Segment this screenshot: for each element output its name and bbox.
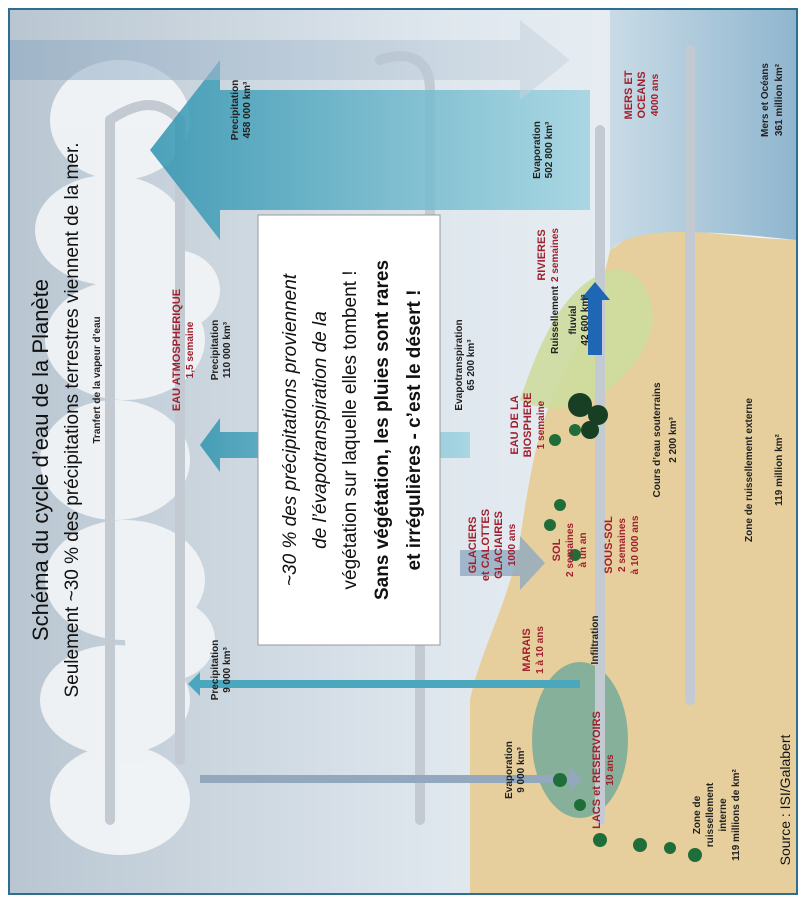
- zone-external-line-2: 119 million km²: [774, 433, 785, 505]
- flux-evap-sea-label: Evaporation: [532, 121, 543, 179]
- reservoir-biosphere-name-2: BIOSPHERE: [522, 393, 534, 458]
- reservoir-biosphere-name-1: EAU DE LA: [509, 395, 521, 454]
- reservoir-soil-time-2: à un an: [578, 532, 589, 567]
- reservoir-subsoil-name: SOUS-SOL: [603, 516, 615, 574]
- source-credit: Source : ISI/Galabert: [777, 735, 793, 866]
- reservoir-seas-name-1: MERS ET: [623, 70, 635, 119]
- reservoir-glaciers-name-2: et CALOTTES: [480, 509, 492, 581]
- zone-internal-line-2: ruissellement: [705, 782, 716, 847]
- reservoir-subsoil-time-2: à 10 000 ans: [630, 515, 641, 574]
- diagram-title: Schéma du cycle d’eau de la Planète: [28, 279, 53, 641]
- reservoir-atmosphere-time: 1,5 semaine: [185, 321, 196, 378]
- flux-evapotranspiration-value: 65 200 km³: [466, 339, 477, 391]
- evaporation-sea-arrow: [150, 60, 590, 240]
- infiltration-label: Infiltration: [590, 616, 601, 665]
- trees: [544, 424, 702, 862]
- flux-runoff-label-2: fluvial: [568, 305, 579, 334]
- reservoir-seas-name-2: OCEANS: [636, 71, 648, 118]
- figure-border: [8, 8, 798, 895]
- zone-internal-line-3: interne: [718, 798, 729, 832]
- zone-oceans-line-1: Mers et Océans: [760, 63, 771, 137]
- callout-line-4: Sans végétation, les pluies sont rares: [372, 260, 393, 600]
- zone-internal-line-4: 119 millions de km²: [731, 768, 742, 860]
- flux-groundwater-label: Cours d’eau souterrains: [652, 382, 663, 497]
- reservoir-soil-name: SOL: [551, 538, 563, 561]
- diagram-subtitle: Seulement ~30 % des précipitations terre…: [62, 143, 83, 698]
- ocean: [610, 10, 796, 250]
- zone-external-line-1: Zone de ruissellement externe: [744, 398, 755, 542]
- callout-line-2: de l’évapotranspiration de la: [310, 311, 331, 549]
- reservoir-marshes-name: MARAIS: [521, 628, 533, 671]
- flux-evap-sea-value: 502 800 km³: [544, 121, 555, 178]
- reservoir-seas-time: 4000 ans: [650, 73, 661, 116]
- flux-precip-sea-value: 458 000 km³: [242, 81, 253, 138]
- reservoir-glaciers-time: 1000 ans: [507, 523, 518, 566]
- precipitation-land-arrow: [460, 536, 545, 590]
- flux-precip-sea-label: Precipitation: [230, 80, 241, 141]
- flux-evapotranspiration-label: Evapotranspiration: [454, 319, 465, 410]
- reservoir-biosphere-time: 1 semaine: [536, 400, 547, 449]
- reservoir-rivers-name: RIVIERES: [536, 229, 548, 280]
- precipitation-lake-arrow: [200, 767, 582, 791]
- reservoir-atmosphere-name: EAU ATMOSPHERIQUE: [171, 289, 183, 411]
- reservoir-soil-time-1: 2 semaines: [565, 523, 576, 577]
- forest-dark: [568, 393, 608, 439]
- reservoir-rivers-time: 2 semaines: [550, 228, 561, 282]
- flux-evap-lake-value: 9 000 km³: [516, 747, 527, 793]
- reservoir-glaciers-name-1: GLACIERS: [467, 517, 479, 574]
- callout-box: [257, 214, 441, 646]
- flux-precip-internal-label: Precipitation: [210, 640, 221, 701]
- zone-internal-line-1: Zone de: [692, 795, 703, 834]
- river-valley: [520, 269, 653, 409]
- flux-precip-land-value: 110 000 km³: [222, 321, 233, 378]
- reservoir-marshes-time: 1 à 10 ans: [535, 626, 546, 674]
- callout-line-1: ~30 % des précipitations proviennent: [280, 273, 301, 586]
- flux-runoff-value: 42 600 km³: [580, 294, 591, 346]
- callout-line-3: végétation sur laquelle elles tombent !: [340, 271, 361, 590]
- flux-evap-lake-label: Evaporation: [504, 741, 515, 799]
- reservoir-lakes-name: LACS et RESERVOIRS: [591, 711, 603, 829]
- runoff-arrow: [580, 282, 610, 355]
- flux-groundwater-value: 2 200 km³: [668, 417, 679, 463]
- flux-precip-land-label: Precipitation: [210, 320, 221, 381]
- precipitation-sea-arrow: [10, 20, 570, 100]
- reservoir-subsoil-time-1: 2 semaines: [617, 518, 628, 572]
- callout-line-5: et irrégulières - c’est le désert !: [404, 290, 425, 571]
- reservoir-glaciers-name-3: GLACIAIRES: [493, 511, 505, 579]
- reservoir-lakes-time: 10 ans: [605, 754, 616, 786]
- flux-precip-internal-value: 9 000 km³: [222, 647, 233, 693]
- flux-vapour-transfer-label: Tranfert de la vapeur d’eau: [92, 316, 103, 443]
- zone-oceans-line-2: 361 million km²: [774, 63, 785, 136]
- flux-runoff-label-1: Ruissellement: [550, 285, 561, 353]
- evaporation-lake-arrow: [188, 672, 580, 696]
